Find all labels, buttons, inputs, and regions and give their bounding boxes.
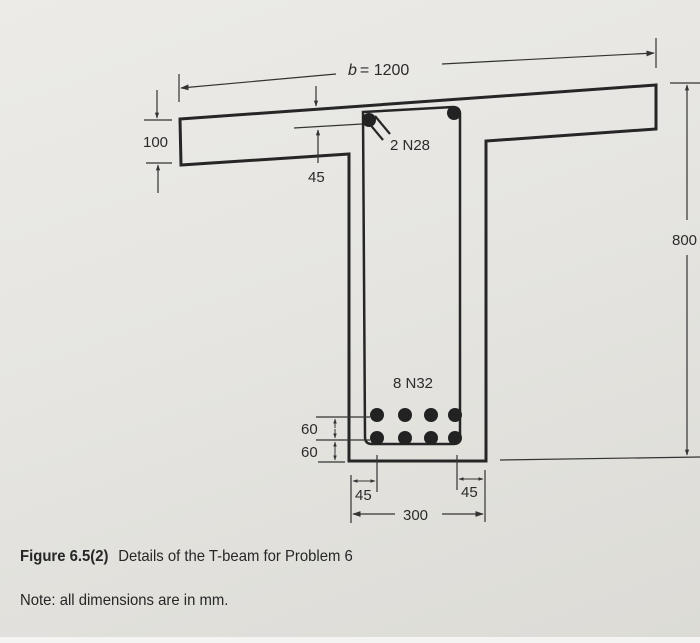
web-width-label: 300 <box>403 507 428 524</box>
top-bars-label: 2 N28 <box>390 137 430 154</box>
side-cover-right-label: 45 <box>461 484 478 501</box>
bottom-bar <box>424 408 438 422</box>
page-edge <box>0 637 700 643</box>
top-bar <box>362 113 376 127</box>
bottom-bar <box>370 408 384 422</box>
top-cover-label: 45 <box>308 169 325 186</box>
side-cover-left-label: 45 <box>355 487 372 504</box>
stirrup-hook <box>374 115 391 135</box>
figure-note: Note: all dimensions are in mm. <box>20 592 229 609</box>
bottom-bar <box>448 431 462 445</box>
bottom-bar <box>398 408 412 422</box>
figure-caption: Figure 6.5(2) Details of the T-beam for … <box>20 548 353 566</box>
bottom-bar <box>448 408 462 422</box>
total-depth-label: 800 <box>672 232 697 249</box>
bottom-bar <box>398 431 412 445</box>
stirrup <box>361 105 462 446</box>
bottom-bar <box>424 431 438 445</box>
figure-title: Details of the T-beam for Problem 6 <box>118 548 353 565</box>
bottom-cover-label: 60 <box>301 444 318 461</box>
top-bar <box>447 106 461 120</box>
figure-label: Figure 6.5(2) <box>20 548 109 565</box>
flange-width-label: b= 1200 <box>348 62 409 79</box>
bar-spacing-label: 60 <box>301 421 318 438</box>
bottom-bar <box>370 431 384 445</box>
bottom-bars-label: 8 N32 <box>393 375 433 392</box>
t-beam-outline <box>178 83 658 463</box>
flange-thickness-label: 100 <box>143 134 168 151</box>
